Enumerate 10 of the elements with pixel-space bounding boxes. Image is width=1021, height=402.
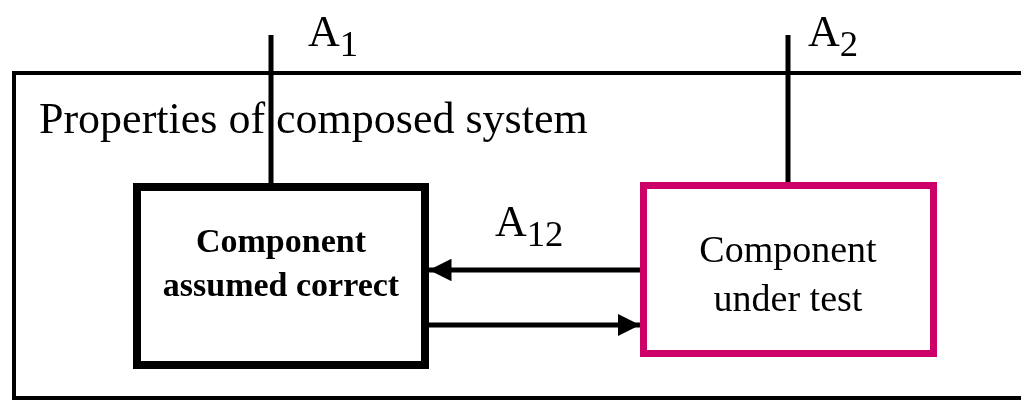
boundary-title: Properties of composed system <box>39 97 589 141</box>
arrow <box>429 313 640 337</box>
component-box <box>640 182 937 357</box>
connector-line <box>268 35 274 183</box>
component-label: Component under test <box>698 227 878 322</box>
system-boundary <box>12 71 1021 400</box>
connector-line <box>785 35 791 182</box>
arrow <box>429 258 640 282</box>
component-box <box>133 183 429 369</box>
component-label: Component assumed correct <box>161 221 401 306</box>
